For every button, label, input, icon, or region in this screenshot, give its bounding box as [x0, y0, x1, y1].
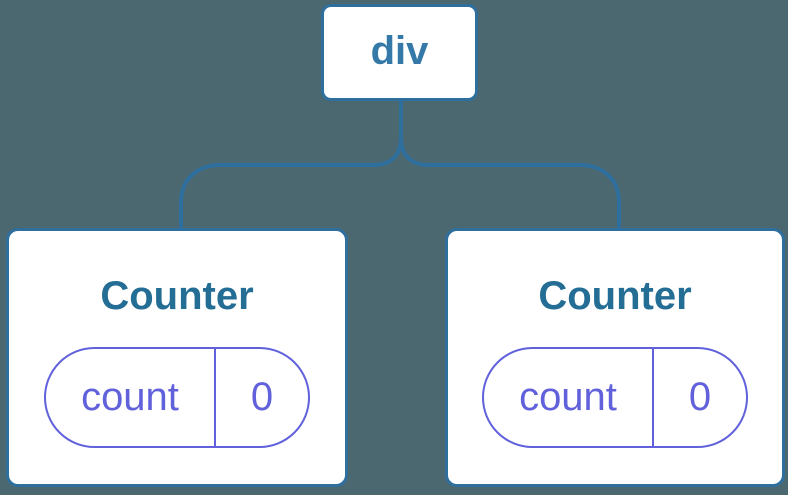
- state-value: 0: [688, 375, 712, 419]
- connector-right-branch: [399, 101, 621, 230]
- connector-left-branch: [179, 101, 403, 230]
- root-node-label: div: [370, 28, 429, 73]
- counter-node-left: Counter count 0: [6, 228, 348, 487]
- state-value: 0: [250, 375, 274, 419]
- counter-title: Counter: [100, 274, 254, 318]
- state-pill: count 0: [482, 347, 748, 448]
- state-key-label: count: [484, 349, 654, 446]
- counter-title: Counter: [538, 274, 692, 318]
- state-key-label: count: [46, 349, 216, 446]
- root-node-div: div: [321, 4, 478, 101]
- state-pill: count 0: [44, 347, 310, 448]
- counter-node-right: Counter count 0: [445, 228, 785, 487]
